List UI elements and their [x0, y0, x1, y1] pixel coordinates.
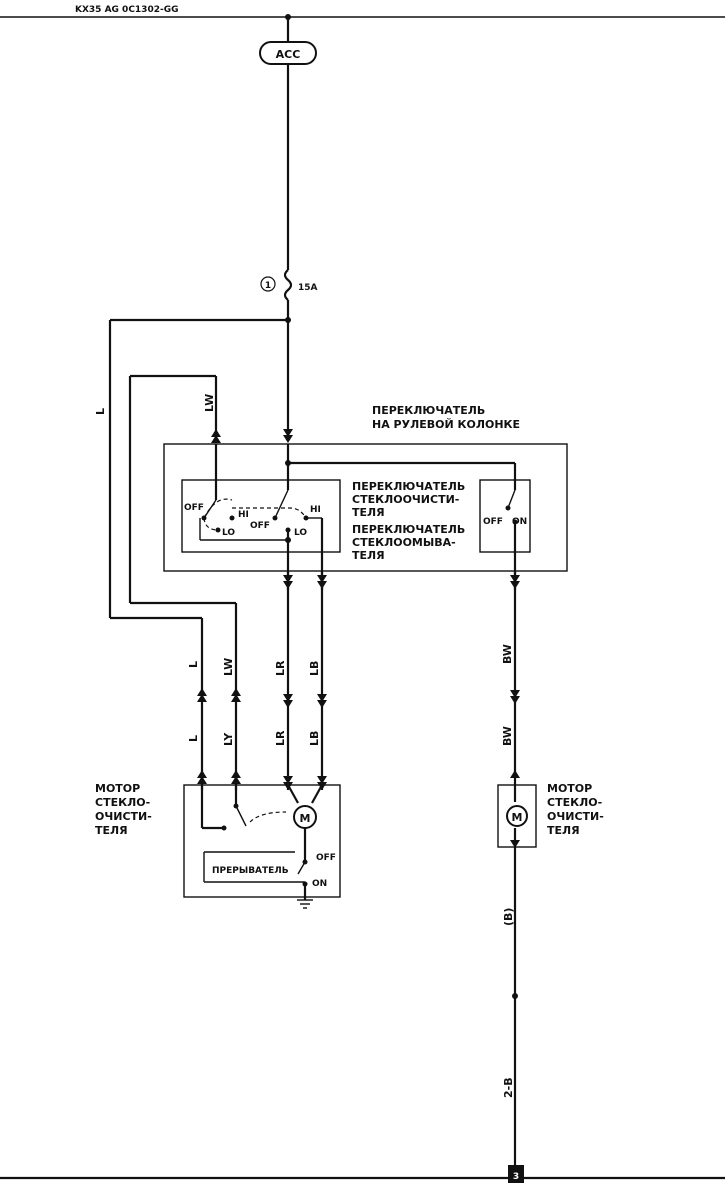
washer-motor-label-1: МОТОР [547, 782, 592, 795]
washer-switch-box [479, 479, 531, 553]
ground-point-box [508, 1165, 524, 1183]
wiper-motor-label-1: МОТОР [95, 782, 140, 795]
arrow-lw-top [211, 429, 221, 443]
washer-motor-symbol: M [512, 811, 523, 824]
wire-label-lw-mid: LW [222, 658, 235, 676]
wiper-switch-label-3: ТЕЛЯ [352, 506, 385, 519]
wire-label-b-paren: (B) [502, 908, 515, 926]
connector-arrows-mid [197, 688, 520, 708]
wire-label-lb-low: LB [308, 731, 321, 746]
pos-off-1: OFF [184, 503, 204, 513]
column-switch-box [163, 443, 568, 572]
pos-lo-2: LO [294, 528, 307, 538]
fuse-marker: 1 [260, 276, 276, 292]
power-trunk [259, 14, 317, 440]
ground-number: 3 [513, 1172, 519, 1182]
wire-label-lw-top: LW [203, 394, 216, 412]
washer-switch-label-3: ТЕЛЯ [352, 549, 385, 562]
interrupter-off: OFF [316, 853, 336, 863]
wire-label-ly-low: LY [222, 732, 235, 746]
column-switch-title-2: НА РУЛЕВОЙ КОЛОНКЕ [372, 418, 520, 431]
washer-motor-label-4: ТЕЛЯ [547, 824, 580, 837]
connector-arrows-bottom [197, 770, 520, 790]
fuse-rating: 15A [298, 283, 318, 293]
washer-motor-label-3: ОЧИСТИ- [547, 810, 604, 823]
washer-motor-internals [506, 785, 528, 1165]
wiper-motor-label-2: СТЕКЛО- [95, 796, 150, 809]
wiper-motor-internals [200, 784, 323, 909]
fuse-number: 1 [265, 281, 271, 291]
washer-pos-off: OFF [483, 517, 503, 527]
wiper-motor-symbol: M [300, 812, 311, 825]
diagram-code: KX35 AG 0C1302-GG [75, 5, 178, 15]
acc-label: ACC [276, 48, 301, 61]
wiper-motor-label-4: ТЕЛЯ [95, 824, 128, 837]
wire-label-l-mid: L [187, 661, 200, 668]
interrupter-label: ПРЕРЫВАТЕЛЬ [212, 866, 289, 876]
wiper-motor-label-3: ОЧИСТИ- [95, 810, 152, 823]
pos-hi-1: HI [238, 510, 249, 520]
washer-switch-label-2: СТЕКЛООМЫВА- [352, 536, 456, 549]
column-switch-title-1: ПЕРЕКЛЮЧАТЕЛЬ [372, 404, 485, 417]
wire-label-lb-mid: LB [308, 661, 321, 676]
washer-motor-label-2: СТЕКЛО- [547, 796, 602, 809]
pos-hi-2: HI [310, 505, 321, 515]
wire-label-lr-low: LR [274, 730, 287, 746]
washer-pos-on: ON [512, 517, 527, 527]
washer-motor-box [497, 784, 537, 848]
arrow-power-in [283, 429, 293, 443]
wire-label-l-top: L [94, 408, 107, 415]
wiper-motor-box [183, 784, 341, 898]
wire-label-bw-mid: BW [501, 644, 514, 664]
wiper-switch-box [181, 479, 341, 553]
washer-switch-label-1: ПЕРЕКЛЮЧАТЕЛЬ [352, 523, 465, 536]
connector-arrows-top [283, 575, 520, 589]
wire-label-lr-mid: LR [274, 660, 287, 676]
pos-off-2: OFF [250, 521, 270, 531]
wiper-switch-label-2: СТЕКЛООЧИСТИ- [352, 493, 459, 506]
wiper-switch-label-1: ПЕРЕКЛЮЧАТЕЛЬ [352, 480, 465, 493]
wire-label-2b: 2-B [502, 1077, 515, 1098]
wire-label-bw-low: BW [501, 726, 514, 746]
wire-l-branch [108, 318, 288, 790]
wire-label-l-low: L [187, 735, 200, 742]
wire-lw-branch [128, 374, 238, 790]
pos-lo-1: LO [222, 528, 235, 538]
interrupter-on: ON [312, 879, 327, 889]
